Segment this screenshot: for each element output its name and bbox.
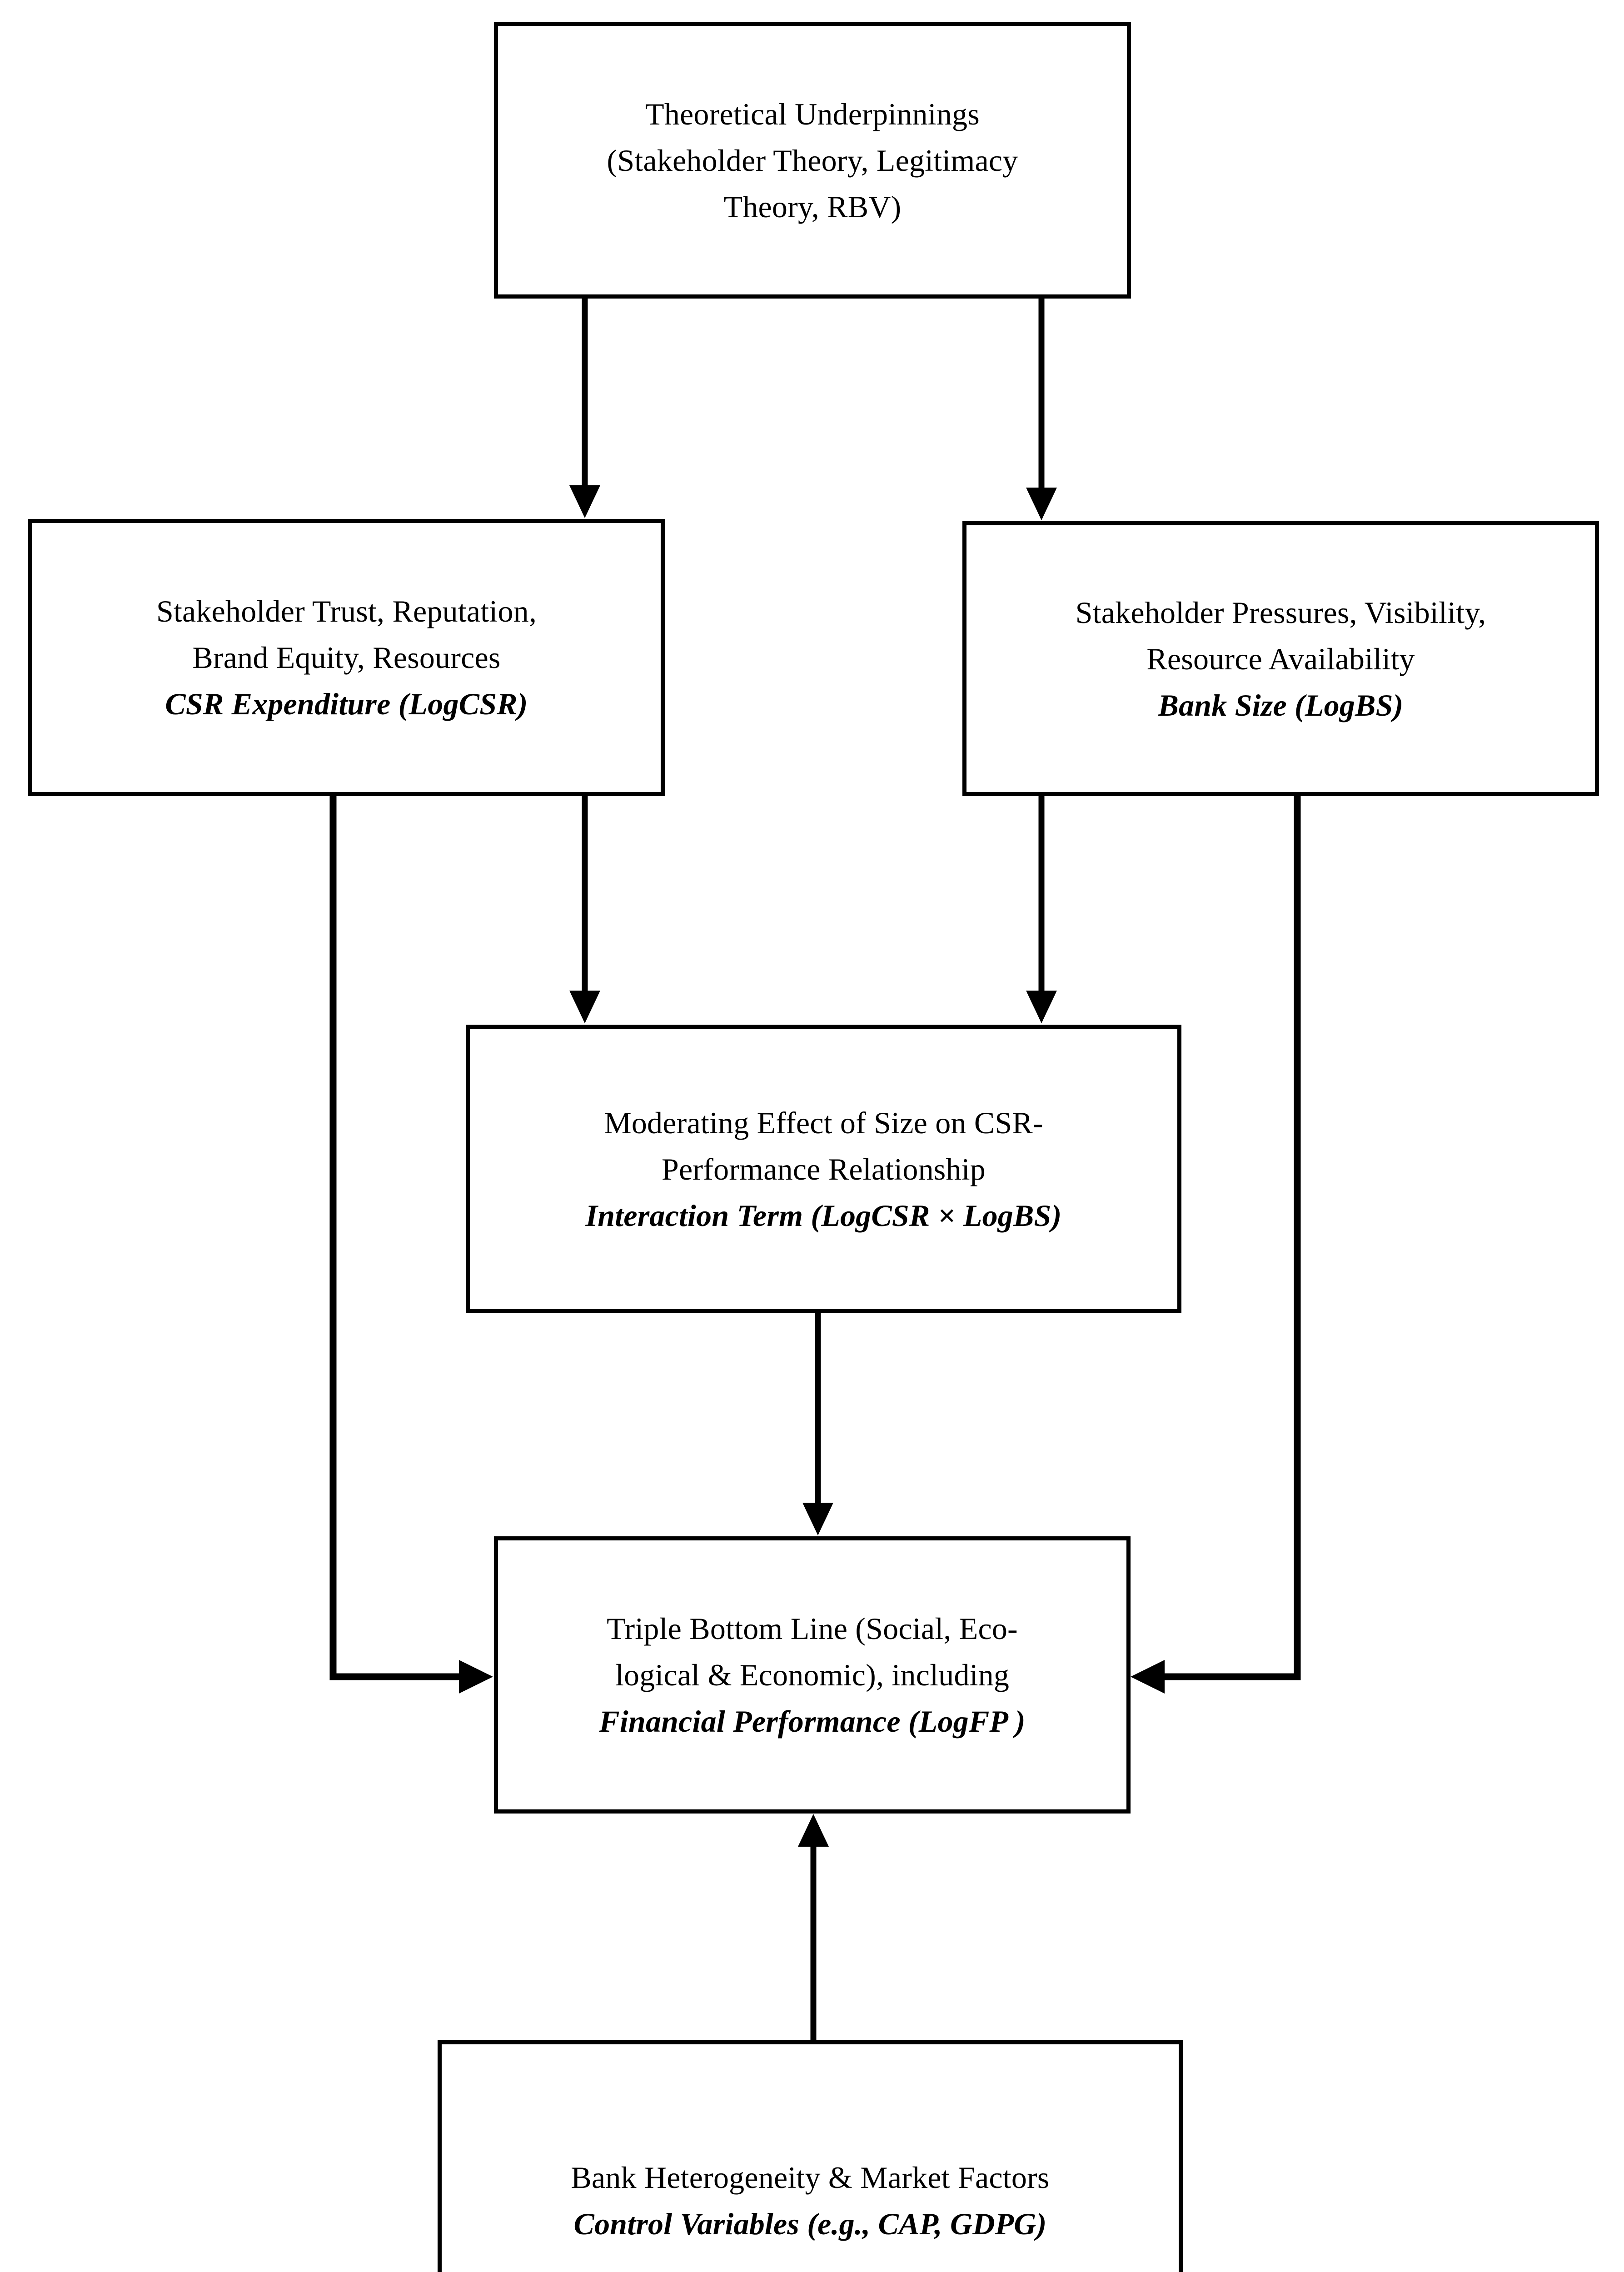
node-bank-size[interactable]: Stakeholder Pressures, Visibility, Resou… — [962, 521, 1599, 796]
node-triple-bottom-line[interactable]: Triple Bottom Line (Social, Eco- logical… — [494, 1536, 1131, 1814]
node-line-variable: Interaction Term (LogCSR × LogBS) — [585, 1198, 1062, 1233]
edge-moderation-to-tbl — [802, 1313, 833, 1535]
node-csr-expenditure[interactable]: Stakeholder Trust, Reputation, Brand Equ… — [28, 519, 665, 796]
node-line: Bank Heterogeneity & Market Factors — [571, 2160, 1050, 2195]
node-control-variables[interactable]: Bank Heterogeneity & Market Factors Cont… — [438, 2040, 1183, 2272]
node-moderating-effect[interactable]: Moderating Effect of Size on CSR- Perfor… — [466, 1025, 1181, 1313]
node-line-variable: Bank Size (LogBS) — [1158, 688, 1404, 722]
node-line: logical & Economic), including — [615, 1658, 1010, 1692]
node-line-variable: Control Variables (e.g., CAP, GDPG) — [573, 2207, 1047, 2241]
node-line: Brand Equity, Resources — [192, 640, 501, 675]
node-line: Resource Availability — [1146, 641, 1415, 676]
node-line: Stakeholder Pressures, Visibility, — [1075, 595, 1486, 630]
node-line: Stakeholder Trust, Reputation, — [156, 594, 537, 628]
edge-controls-to-tbl — [798, 1814, 829, 2040]
node-line: (Stakeholder Theory, Legitimacy — [607, 143, 1018, 178]
node-line: Moderating Effect of Size on CSR- — [604, 1105, 1043, 1140]
node-line-variable: Financial Performance (LogFP ) — [599, 1704, 1026, 1739]
node-line-variable: CSR Expenditure (LogCSR) — [165, 687, 528, 721]
edge-csr-to-moderation — [569, 796, 600, 1023]
node-line: Theoretical Underpinnings — [645, 96, 980, 131]
node-line: Theory, RBV) — [723, 189, 902, 224]
node-line: Triple Bottom Line (Social, Eco- — [607, 1611, 1018, 1646]
edge-theory-to-size — [1026, 299, 1057, 520]
edge-theory-to-csr — [569, 299, 600, 518]
node-line: Performance Relationship — [662, 1151, 986, 1186]
edge-size-to-moderation — [1026, 796, 1057, 1023]
node-theoretical-underpinnings[interactable]: Theoretical Underpinnings (Stakeholder T… — [494, 22, 1131, 299]
